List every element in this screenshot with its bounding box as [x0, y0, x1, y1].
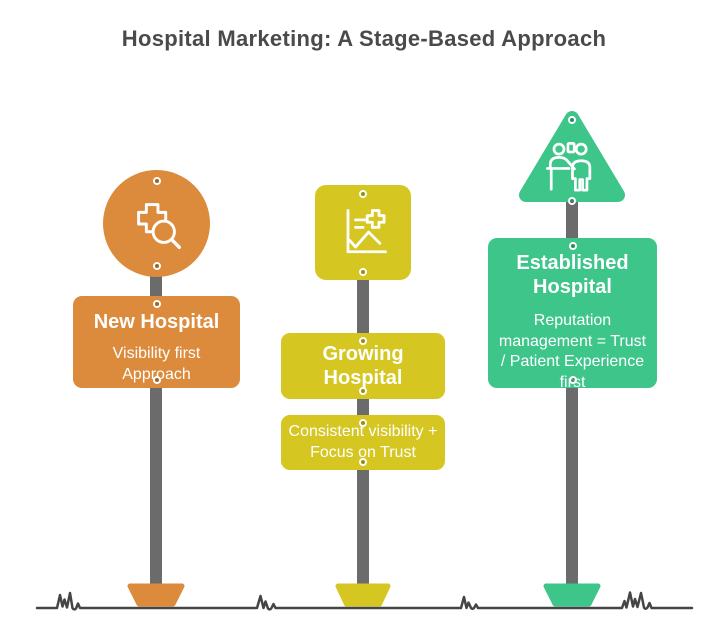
- stage-growing-subsign: Consistent visibility + Focus on Trust: [281, 415, 445, 470]
- screw-icon: [568, 376, 577, 384]
- stage-new-badge: [103, 170, 210, 277]
- screw-icon: [568, 116, 576, 124]
- screw-icon: [568, 242, 577, 250]
- ground-line: [35, 591, 694, 611]
- stage-established-body: Reputation management = Trust / Patient …: [498, 311, 647, 392]
- patient-consultation-icon: [546, 141, 592, 192]
- screw-icon: [359, 268, 367, 276]
- signpost-base-established: [543, 583, 601, 607]
- stage-established-sign: Established Hospital Reputation manageme…: [488, 238, 657, 391]
- hospital-search-icon: [136, 202, 181, 249]
- signpost-pole-growing: [357, 232, 369, 584]
- screw-icon: [359, 337, 367, 345]
- signpost-base-growing: [335, 583, 391, 607]
- stage-established-heading: Established Hospital: [516, 252, 629, 299]
- stage-growing-body: Consistent visibility + Focus on Trust: [288, 422, 438, 461]
- page-title: Hospital Marketing: A Stage-Based Approa…: [121, 26, 607, 51]
- growth-chart-icon: [346, 208, 387, 253]
- stage-new-body: Visibility first Approach: [112, 345, 201, 384]
- stage-new-heading: New Hospital: [93, 311, 220, 333]
- screw-icon: [359, 419, 367, 427]
- stage-new-sign: New Hospital Visibility first Approach: [73, 296, 240, 388]
- stage-growing-badge: [315, 185, 411, 280]
- screw-icon: [152, 376, 161, 384]
- screw-icon: [152, 262, 161, 270]
- grass-icon: [35, 591, 694, 611]
- stage-growing-heading: Growing Hospital: [322, 342, 404, 389]
- screw-icon: [152, 177, 161, 185]
- screw-icon: [152, 300, 161, 308]
- stage-established-badge: [512, 106, 632, 209]
- stage-growing-sign: Growing Hospital: [281, 333, 445, 399]
- screw-icon: [568, 197, 576, 205]
- triangle-sign-shape: [519, 111, 625, 202]
- screw-icon: [359, 458, 367, 466]
- screw-icon: [359, 190, 367, 198]
- signpost-base-new: [127, 583, 185, 607]
- screw-icon: [359, 387, 367, 395]
